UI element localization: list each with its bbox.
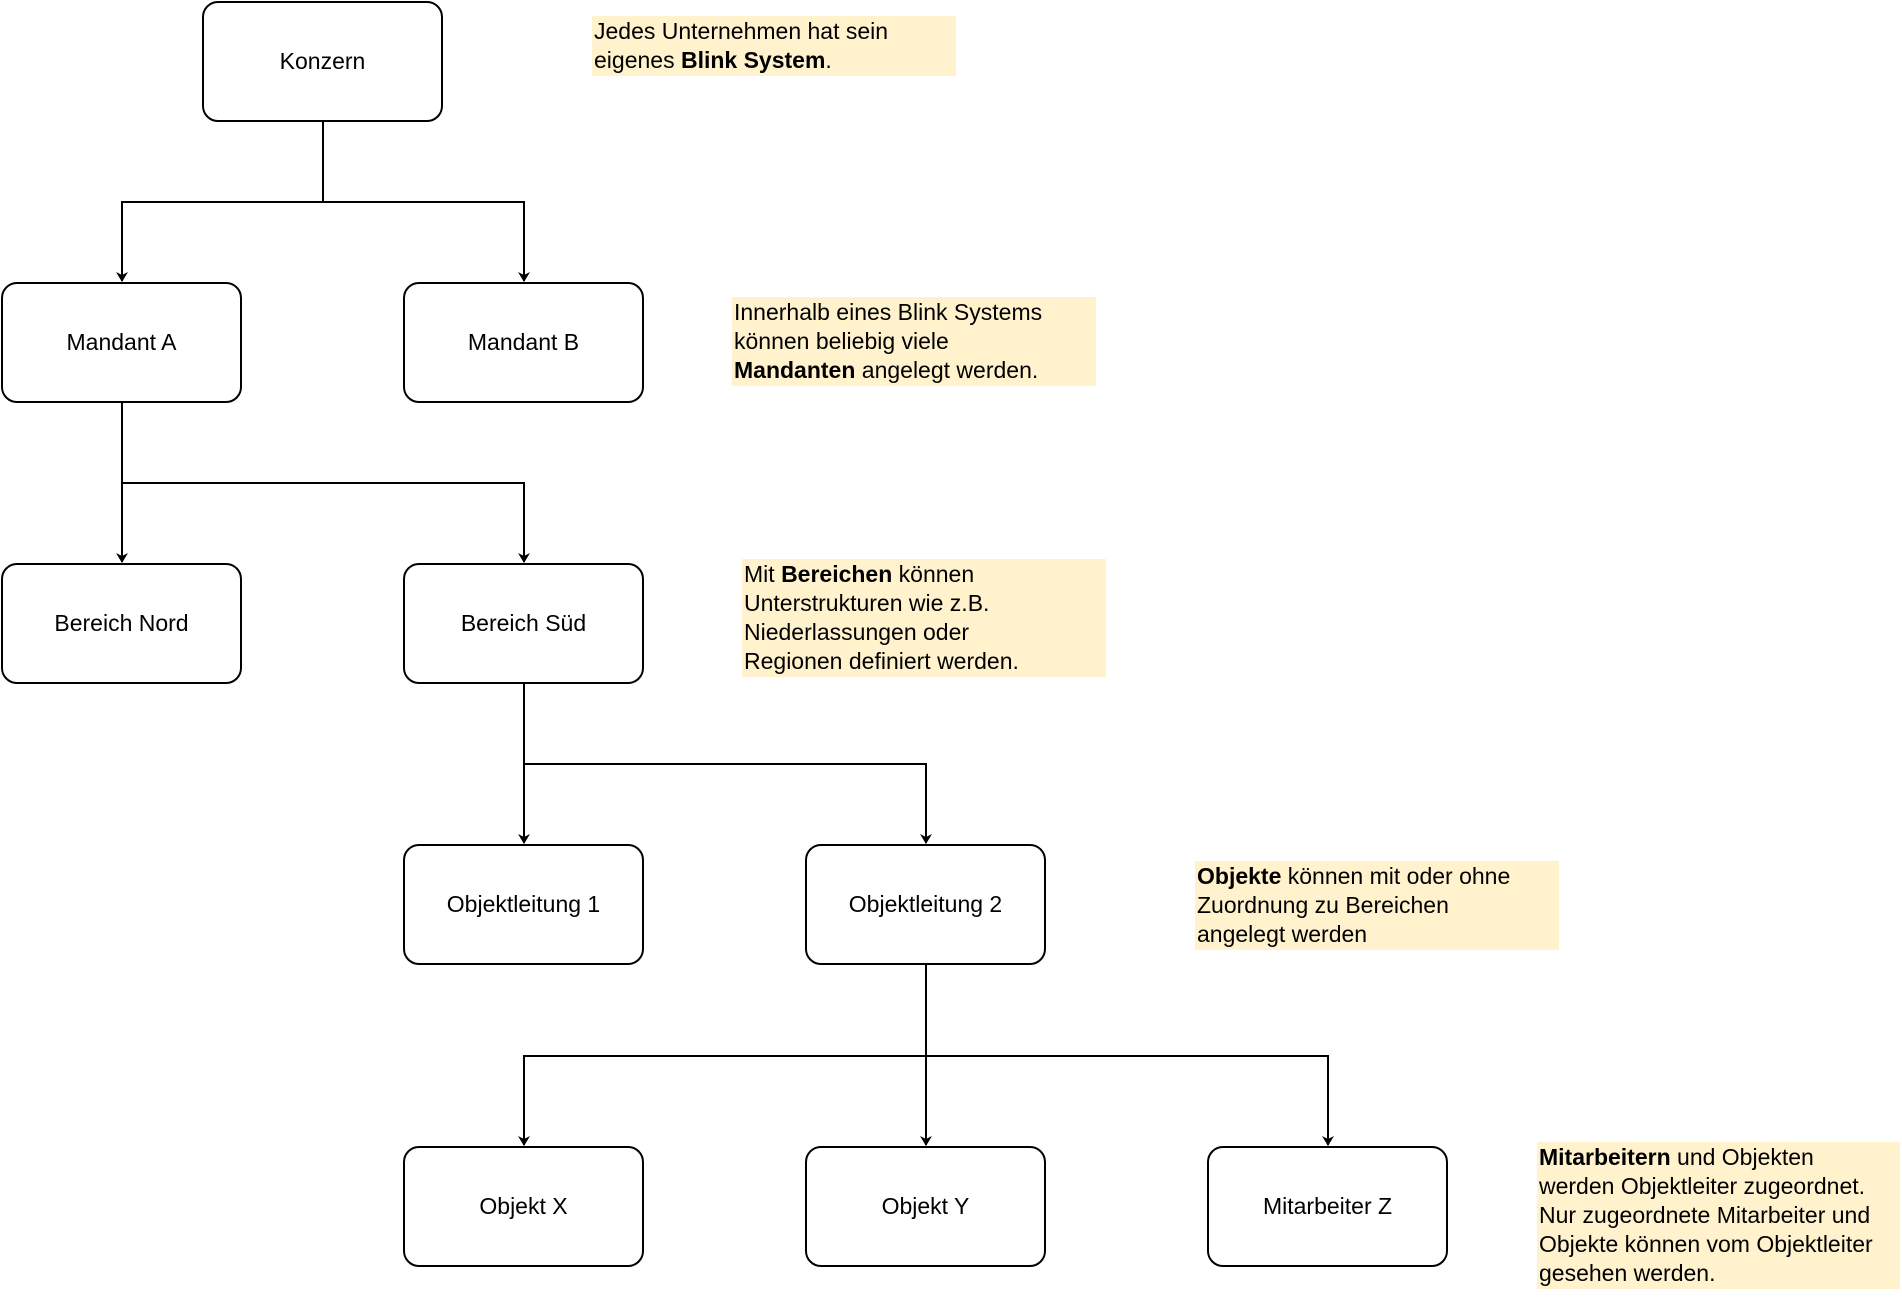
node-objekt-y[interactable]: Objekt Y xyxy=(805,1146,1046,1267)
note-line: Objekte können mit oder ohne xyxy=(1197,863,1511,889)
node-objektleitung-1[interactable]: Objektleitung 1 xyxy=(403,844,644,965)
edge-objektleitung-2-mitarbeiter-z xyxy=(926,1055,1334,1146)
note-line: können beliebig viele xyxy=(734,328,949,354)
node-label: Objekt X xyxy=(479,1193,568,1219)
node-label: Mitarbeiter Z xyxy=(1262,1193,1393,1219)
node-label: Mandant B xyxy=(467,329,580,355)
note-line: eigenes Blink System. xyxy=(594,47,832,73)
node-label: Objektleitung 2 xyxy=(848,891,1003,917)
edge-bereich-sued-objektleitung-2 xyxy=(524,763,932,844)
note-blink-system: Jedes Unternehmen hat sein eigenes Blink… xyxy=(592,16,956,76)
node-label: Objektleitung 1 xyxy=(446,891,601,917)
note-line: Zuordnung zu Bereichen xyxy=(1197,892,1449,918)
node-konzern[interactable]: Konzern xyxy=(202,1,443,122)
edge-mandant-a-bereich-sued xyxy=(122,482,530,563)
note-line: werden Objektleiter zugeordnet. xyxy=(1539,1173,1866,1199)
note-line: gesehen werden. xyxy=(1539,1260,1716,1286)
note-mitarbeiter: Mitarbeitern und Objekten werden Objektl… xyxy=(1537,1142,1900,1289)
node-mandant-b[interactable]: Mandant B xyxy=(403,282,644,403)
node-objektleitung-2[interactable]: Objektleitung 2 xyxy=(805,844,1046,965)
note-line: Innerhalb eines Blink Systems xyxy=(734,299,1043,325)
note-line: Jedes Unternehmen hat sein xyxy=(594,18,889,44)
note-line: Niederlassungen oder xyxy=(744,619,970,645)
node-bereich-nord[interactable]: Bereich Nord xyxy=(1,563,242,684)
edge-konzern-mandant-b xyxy=(323,201,530,282)
note-line: Objekte können vom Objektleiter xyxy=(1539,1231,1873,1257)
edge-konzern-mandant-a xyxy=(116,121,324,282)
node-label: Bereich Süd xyxy=(460,610,587,636)
note-line: Regionen definiert werden. xyxy=(744,648,1019,674)
node-label: Konzern xyxy=(279,48,366,74)
node-mitarbeiter-z[interactable]: Mitarbeiter Z xyxy=(1207,1146,1448,1267)
note-line: Mandanten angelegt werden. xyxy=(734,357,1039,383)
note-line: Mit Bereichen können xyxy=(744,561,975,587)
node-label: Bereich Nord xyxy=(54,610,189,636)
note-objekte: Objekte können mit oder ohne Zuordnung z… xyxy=(1195,861,1559,950)
node-label: Mandant A xyxy=(66,329,177,355)
node-bereich-sued[interactable]: Bereich Süd xyxy=(403,563,644,684)
note-mandanten: Innerhalb eines Blink Systems können bel… xyxy=(732,297,1096,386)
note-line: Unterstrukturen wie z.B. xyxy=(744,590,990,616)
note-bereiche: Mit Bereichen können Unterstrukturen wie… xyxy=(742,559,1106,677)
note-line: angelegt werden xyxy=(1197,921,1368,947)
edge-objektleitung-2-objekt-x xyxy=(518,964,927,1146)
note-line: Mitarbeitern und Objekten xyxy=(1539,1144,1814,1170)
note-line: Nur zugeordnete Mitarbeiter und xyxy=(1539,1202,1871,1228)
node-label: Objekt Y xyxy=(881,1193,970,1219)
node-objekt-x[interactable]: Objekt X xyxy=(403,1146,644,1267)
node-mandant-a[interactable]: Mandant A xyxy=(1,282,242,403)
